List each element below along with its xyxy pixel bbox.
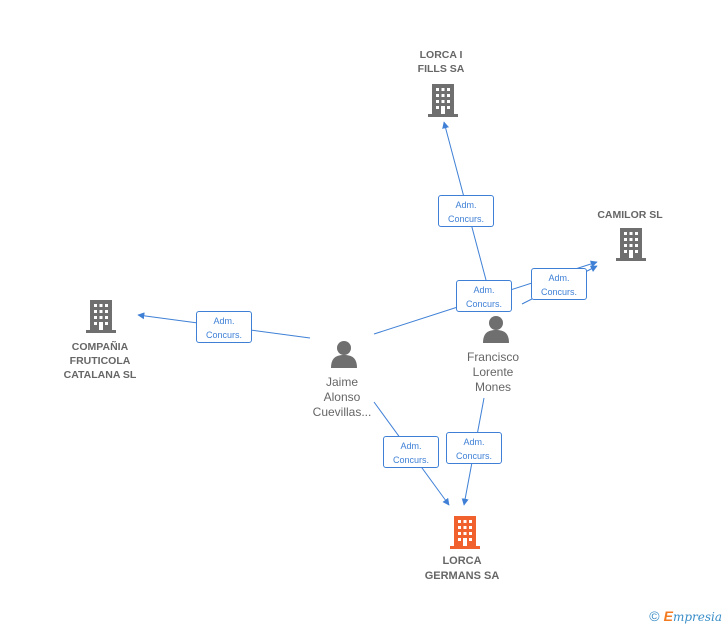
person-name-line: Mones [474, 380, 512, 394]
edge-label-line: Concurs. [455, 451, 492, 461]
edge-label-adm-concurs[interactable]: Adm. Concurs. [446, 432, 502, 464]
edge-label-line: Adm. [213, 316, 235, 326]
edge-label-adm-concurs[interactable]: Adm. Concurs. [438, 195, 494, 227]
company-label-compania-fruticola[interactable]: COMPAÑIA FRUTICOLA CATALANA SL [50, 340, 150, 382]
person-name-line: Francisco [466, 350, 519, 364]
building-icon[interactable] [86, 300, 116, 333]
person-name-line: Cuevillas... [312, 405, 372, 419]
company-name-line: COMPAÑIA [71, 341, 129, 353]
person-name-line: Alonso [323, 390, 361, 404]
company-label-camilor[interactable]: CAMILOR SL [580, 208, 680, 222]
building-icon[interactable] [428, 84, 458, 118]
edge-label-line: Adm. [548, 273, 570, 283]
brand-logo-text: mpresia [672, 610, 722, 624]
company-name-line: CAMILOR SL [597, 209, 663, 221]
company-name-line: LORCA I [419, 49, 463, 61]
edge-label-line: Concurs. [205, 330, 242, 340]
edge-label-line: Concurs. [392, 455, 429, 465]
edge-label-line: Concurs. [465, 299, 502, 309]
edge-label-line: Adm. [400, 441, 422, 451]
building-icon[interactable] [616, 228, 646, 261]
person-name-line: Jaime [325, 375, 358, 389]
brand-logo-letter: E [663, 608, 673, 624]
edge-label-adm-concurs[interactable]: Adm. Concurs. [456, 280, 512, 312]
company-name-line: FRUTICOLA [69, 355, 131, 367]
company-name-line: LORCA [442, 555, 482, 567]
edge-label-adm-concurs[interactable]: Adm. Concurs. [383, 436, 439, 468]
company-name-line: CATALANA SL [63, 369, 137, 381]
edge-label-adm-concurs[interactable]: Adm. Concurs. [531, 268, 587, 300]
company-label-lorca-i-fills[interactable]: LORCA I FILLS SA [391, 48, 491, 76]
edge-label-line: Adm. [473, 285, 495, 295]
company-name-line: FILLS SA [417, 63, 465, 75]
person-label-francisco[interactable]: Francisco Lorente Mones [443, 350, 543, 395]
building-icon-highlighted[interactable] [450, 516, 480, 549]
copyright-symbol: © [649, 608, 660, 624]
company-label-lorca-germans[interactable]: LORCA GERMANS SA [412, 554, 512, 584]
company-name-line: GERMANS SA [424, 570, 500, 582]
person-label-jaime[interactable]: Jaime Alonso Cuevillas... [292, 375, 392, 420]
edge-label-line: Adm. [463, 437, 485, 447]
empresia-brand[interactable]: ©Empresia [649, 608, 722, 624]
person-name-line: Lorente [472, 365, 514, 379]
person-icon[interactable] [483, 316, 509, 343]
edge-label-adm-concurs[interactable]: Adm. Concurs. [196, 311, 252, 343]
person-icon[interactable] [331, 341, 357, 368]
edge-label-line: Concurs. [447, 214, 484, 224]
edge-label-line: Concurs. [540, 287, 577, 297]
edge-label-line: Adm. [455, 200, 477, 210]
